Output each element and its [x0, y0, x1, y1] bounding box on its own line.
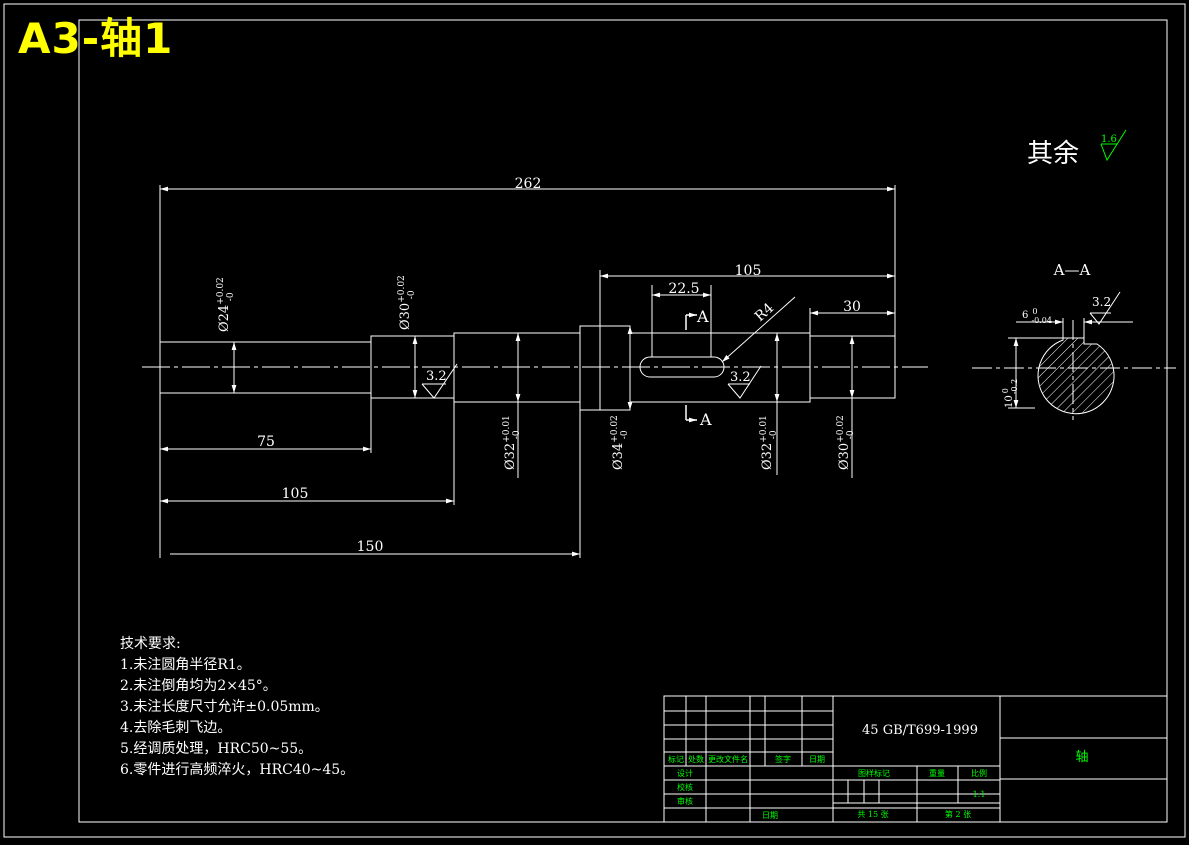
section-title: A—A [1053, 261, 1091, 279]
stage-header: 图样标记 [858, 768, 890, 778]
dim-overall: 262 [515, 176, 542, 192]
surface-finish-label: 其余 [1027, 139, 1079, 169]
roughness-value: 3.2 [426, 369, 447, 384]
key-depth: 100-0.2 [1001, 379, 1019, 408]
dimension-lines [160, 186, 895, 557]
surface-finish-value: 1.6 [1101, 134, 1117, 145]
scale-value: 1:1 [973, 790, 986, 799]
diameter-label: Ø30+0.02-0 [836, 415, 856, 470]
design-label: 设计 [677, 768, 693, 778]
review-label: 审核 [677, 796, 693, 806]
note-item: 1.未注圆角半径R1。 [120, 657, 251, 673]
date-label: 日期 [762, 811, 778, 820]
note-item: 6.零件进行高频淬火，HRC40~45。 [120, 762, 355, 778]
sheet-total: 共 15 张 [857, 810, 888, 819]
section-label: A [699, 410, 712, 429]
note-item: 4.去除毛刺飞边。 [120, 720, 232, 736]
section-markers [685, 312, 697, 423]
sheet-number: 第 2 张 [945, 809, 971, 819]
roughness-value: 3.2 [1092, 295, 1111, 309]
diameter-label: Ø30+0.02-0 [397, 275, 417, 330]
technical-notes: 技术要求: 1.未注圆角半径R1。 2.未注倒角均为2×45°。 3.未注长度尺… [120, 634, 354, 781]
dim-right-end: 30 [843, 299, 861, 315]
shaft-outline [159, 325, 896, 411]
dim-keyway-length: 22.5 [668, 281, 699, 297]
note-item: 5.经调质处理，HRC50~55。 [120, 741, 313, 757]
check-label: 校核 [677, 782, 693, 792]
dim-length-75: 75 [257, 434, 275, 450]
keyway-slot [639, 356, 725, 378]
note-item: 3.未注长度尺寸允许±0.05mm。 [120, 699, 329, 715]
material-spec: 45 GB/T699-1999 [862, 723, 978, 738]
revision-header: 日期 [809, 755, 825, 764]
stage-header: 比例 [971, 768, 987, 778]
extension-lines [159, 185, 896, 558]
diameter-label: Ø34+0.02-0 [610, 415, 630, 470]
part-name: 轴 [1075, 750, 1088, 765]
diameter-label: Ø32+0.01-0 [759, 415, 779, 470]
diameter-label: Ø24+0.02-0 [216, 277, 236, 332]
revision-header: 标记 [668, 754, 684, 764]
note-item: 2.未注倒角均为2×45°。 [120, 678, 277, 694]
roughness-symbols [421, 129, 1127, 399]
revision-header: 签字 [775, 754, 791, 764]
diameter-labels: Ø24+0.02-0 Ø30+0.02-0 Ø32+0.01-0 Ø34+0.0… [216, 275, 856, 470]
dim-length-150: 150 [357, 539, 384, 555]
dim-keyway-radius: R4 [752, 300, 777, 325]
diameter-label: Ø32+0.01-0 [502, 415, 522, 470]
revision-header: 处数 [688, 754, 704, 764]
sheet-title: A3-轴1 [18, 14, 174, 63]
dimension-texts: 262 105 22.5 30 R4 75 105 150 3.2 3.2 A … [257, 176, 861, 555]
roughness-value: 3.2 [730, 370, 751, 385]
sheet-border [3, 3, 1186, 838]
dim-keyway-to-end: 105 [735, 263, 762, 279]
notes-heading: 技术要求: [120, 636, 181, 652]
revision-header: 更改文件名 [708, 754, 748, 764]
dim-length-105: 105 [282, 486, 309, 502]
stage-header: 重量 [929, 768, 945, 778]
title-block: 45 GB/T699-1999 轴 标记 处数 更改文件名 签字 日期 设计 校… [663, 695, 1168, 823]
section-label: A [696, 307, 709, 326]
